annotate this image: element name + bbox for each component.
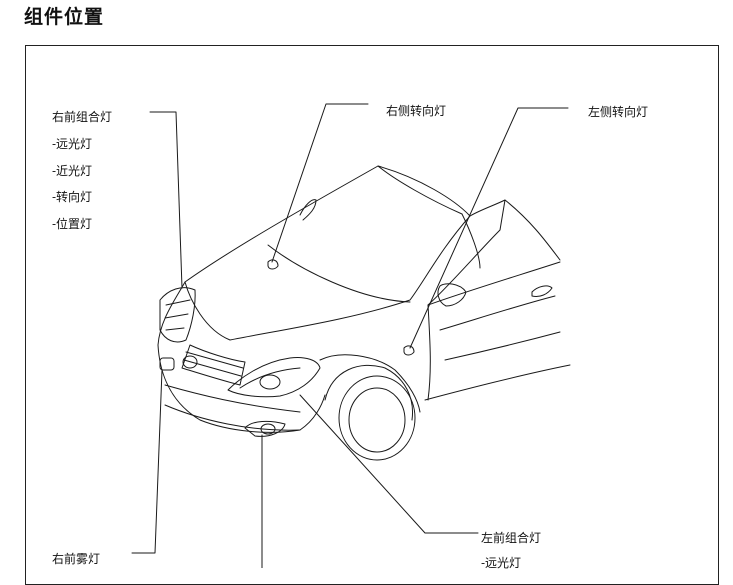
door-front-edge: [428, 305, 430, 400]
leader-left-front-combo: [300, 395, 478, 533]
label-right-side-turn: 右侧转向灯: [386, 104, 447, 118]
grille: [182, 345, 245, 385]
left-side-turn-lamp-marker: [404, 346, 414, 355]
right-side-turn-lamp-marker: [268, 260, 278, 269]
front-face: [158, 282, 325, 432]
leader-right-front-combo: [150, 112, 182, 288]
windshield: [428, 200, 505, 305]
hood-crease: [268, 245, 410, 302]
side-upper: [428, 262, 560, 305]
bumper-top: [165, 385, 300, 412]
wheel-arch: [325, 365, 413, 420]
side-door-line: [440, 296, 555, 330]
side-lower: [425, 365, 570, 400]
hood-crease-2: [378, 166, 462, 214]
right-fog-lamp: [159, 357, 175, 371]
label-right-front-combo-item: -转向灯: [52, 190, 93, 204]
label-left-side-turn: 左侧转向灯: [588, 105, 649, 119]
right-headlamp: [160, 288, 195, 342]
label-left-front-combo-item: -远光灯: [481, 556, 522, 570]
leader-right-side-turn: [272, 104, 368, 262]
bumper-lower: [165, 405, 300, 430]
leader-right-fog: [132, 370, 162, 553]
door-character: [445, 332, 560, 360]
left-fog-lamp: [245, 421, 285, 436]
a-pillar: [462, 214, 480, 268]
page-title: 组件位置: [24, 6, 105, 28]
label-left-front-combo: 左前组合灯: [481, 531, 542, 545]
left-headlamp: [228, 357, 320, 396]
leader-left-side-turn: [410, 108, 568, 348]
emblem: [183, 356, 197, 368]
label-right-front-combo-item: -远光灯: [52, 137, 93, 151]
label-right-fog: 右前雾灯: [52, 552, 101, 566]
door-handle: [532, 286, 552, 297]
label-right-front-combo-item: -位置灯: [52, 217, 93, 231]
roof-line: [505, 200, 560, 260]
side-mirror: [438, 284, 466, 306]
front-wheel-rim: [349, 388, 405, 452]
label-right-front-combo-item: -近光灯: [52, 164, 93, 178]
hood-outline: [185, 166, 470, 340]
front-wheel: [339, 376, 415, 460]
label-right-front-combo: 右前组合灯: [52, 110, 113, 124]
fender: [320, 355, 420, 412]
wiper: [300, 200, 316, 220]
car-front-illustration: [0, 0, 733, 568]
